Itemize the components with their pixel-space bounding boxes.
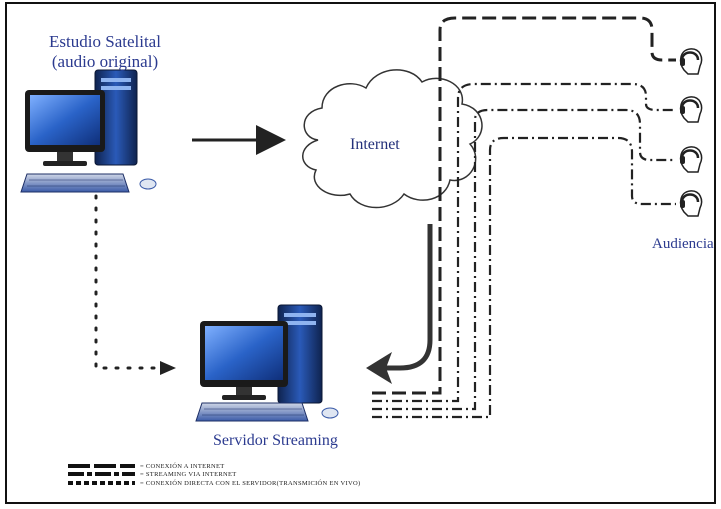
server-computer-icon bbox=[195, 304, 339, 422]
listener-head-icon bbox=[679, 146, 703, 173]
studio-title-line1: Estudio Satelital bbox=[49, 32, 161, 51]
audience-label: Audiencia bbox=[652, 236, 714, 252]
streaming-lines bbox=[372, 16, 676, 419]
listener-head-icon bbox=[679, 96, 703, 123]
border-frame bbox=[5, 2, 716, 504]
studio-title-line2: (audio original) bbox=[51, 52, 159, 71]
direct-connection-line bbox=[94, 194, 164, 370]
legend-direct-text: = CONEXIÓN DIRECTA CON EL SERVIDOR(TRANS… bbox=[140, 480, 361, 487]
server-label: Servidor Streaming bbox=[213, 432, 338, 449]
studio-title: Estudio Satelital (audio original) bbox=[30, 32, 180, 72]
listener-head-icon bbox=[679, 190, 703, 217]
studio-computer-icon bbox=[20, 69, 157, 193]
server-arrowhead-icon bbox=[366, 352, 392, 384]
listener-head-icon bbox=[679, 48, 703, 75]
direct-connection-arrowhead-icon bbox=[160, 361, 176, 375]
legend-swatches bbox=[68, 464, 135, 485]
internet-to-server-arrow-icon bbox=[385, 224, 433, 371]
cloud-icon bbox=[302, 69, 483, 209]
legend-internet-text: = CONEXIÓN A INTERNET bbox=[140, 463, 225, 470]
legend-streaming-text: = STREAMING VIA INTERNET bbox=[140, 471, 237, 478]
internet-label: Internet bbox=[350, 136, 400, 153]
